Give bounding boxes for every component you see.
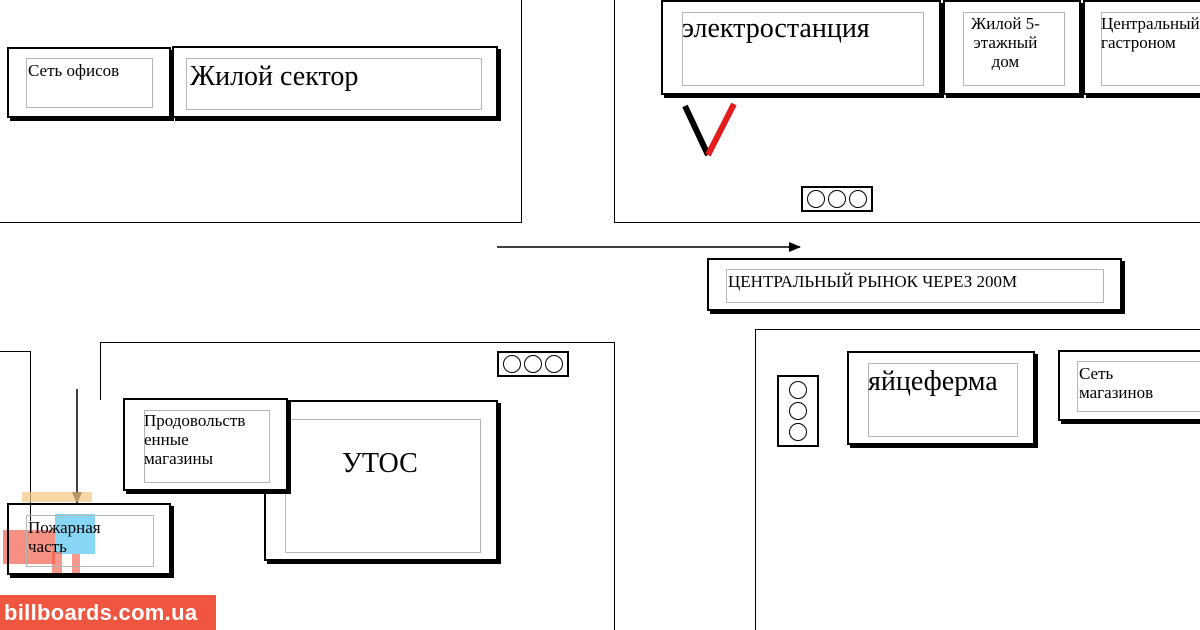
traffic-light-icon [777,375,819,447]
central-grocery-block: Центральный гастроном [1083,0,1200,95]
utos-label: УТОС [342,448,418,479]
road-edge [0,351,30,352]
road-edge [614,222,1200,223]
residential-5-storey-block: Жилой 5- этажный дом [943,0,1081,95]
egg-farm-block: яйцеферма [847,351,1035,445]
food-stores-block: Продовольств енные магазины [123,398,288,491]
v-mark-red-stroke [705,102,737,157]
shop-network-block: Сеть магазинов [1058,350,1200,421]
fire-station-block: Пожарная часть [7,503,171,575]
road-edge [521,0,522,222]
billboard-logo-icon [3,492,95,578]
residential-sector-label: Жилой сектор [190,61,359,92]
road-edge [755,329,756,630]
watermark-banner: billboards.com.ua [0,595,216,630]
fire-station-label: Пожарная часть [28,518,101,557]
traffic-light-icon [801,186,873,212]
utos-block: УТОС [264,400,498,561]
power-station-block: электростанция [661,0,941,95]
power-station-label: электростанция [682,13,870,44]
office-network-block: Сеть офисов [7,47,171,118]
residential-sector-block: Жилой сектор [172,46,498,118]
residential-5-storey-label: Жилой 5- этажный дом [971,14,1040,72]
road-edge [100,342,101,400]
road-edge [755,329,1200,330]
traffic-light-icon [497,351,569,377]
office-network-label: Сеть офисов [28,61,120,80]
central-market-sign-label: ЦЕНТРАЛЬНЫЙ РЫНОК ЧЕРЕЗ 200М [728,272,1018,291]
road-edge [614,342,615,630]
shop-network-label: Сеть магазинов [1079,364,1154,403]
central-market-sign: ЦЕНТРАЛЬНЫЙ РЫНОК ЧЕРЕЗ 200М [707,258,1122,311]
central-grocery-label: Центральный гастроном [1101,14,1200,53]
egg-farm-label: яйцеферма [868,366,998,397]
road-edge [0,222,522,223]
road-edge [614,0,615,222]
road-edge [30,351,31,521]
v-mark-black-stroke [682,104,711,157]
road-edge [100,342,614,343]
food-stores-label: Продовольств енные магазины [144,411,246,469]
